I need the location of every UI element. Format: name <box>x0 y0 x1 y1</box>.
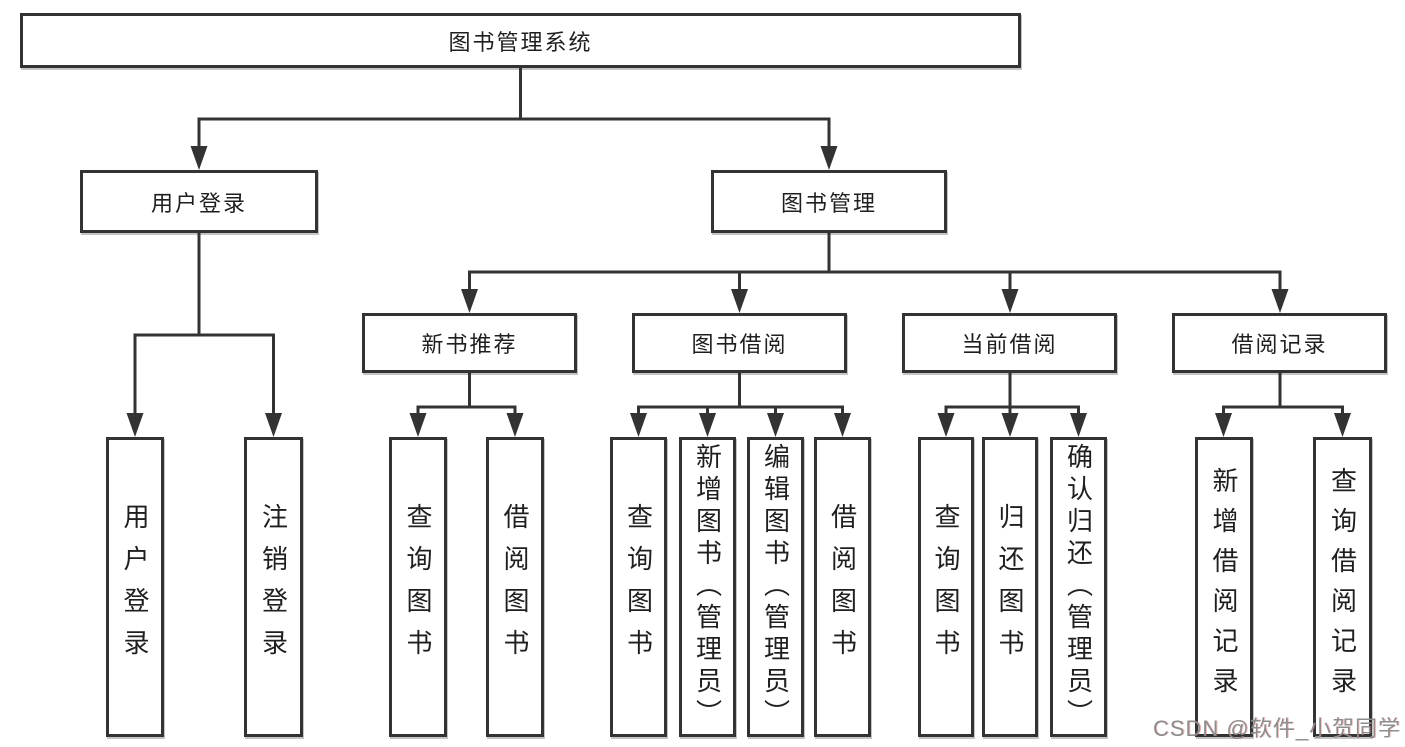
leaf-query-borrow-record: 查询借阅记录 <box>1313 437 1372 737</box>
leaf-edit-book-admin: 编辑图书（管理员） <box>747 437 804 737</box>
leaf-return-books: 归还图书 <box>982 437 1038 737</box>
leaf-query-borrow-record-label: 查询借阅记录 <box>1327 467 1358 707</box>
node-root-label: 图书管理系统 <box>448 29 593 55</box>
node-book-borrowing: 图书借阅 <box>632 313 847 373</box>
leaf-add-borrow-record: 新增借阅记录 <box>1195 437 1253 737</box>
node-user-login-label: 用户登录 <box>150 190 247 216</box>
leaf-logout-label: 注销登录 <box>258 503 289 671</box>
node-book-management: 图书管理 <box>711 170 947 233</box>
node-new-book-recommend: 新书推荐 <box>362 313 577 373</box>
leaf-query-books-current-label: 查询图书 <box>931 503 961 671</box>
node-root: 图书管理系统 <box>20 13 1021 68</box>
node-book-management-label: 图书管理 <box>780 190 877 216</box>
leaf-query-books-current: 查询图书 <box>918 437 974 737</box>
node-book-borrowing-label: 图书借阅 <box>691 332 788 357</box>
leaf-borrow-books-label: 借阅图书 <box>827 503 858 671</box>
leaf-borrow-books-recommend: 借阅图书 <box>486 437 544 737</box>
leaf-query-books-recommend-label: 查询图书 <box>403 503 433 671</box>
leaf-query-books-borrow: 查询图书 <box>610 437 667 737</box>
leaf-edit-book-admin-label: 编辑图书（管理员） <box>760 443 791 731</box>
leaf-borrow-books-recommend-label: 借阅图书 <box>500 503 530 671</box>
leaf-logout: 注销登录 <box>244 437 303 737</box>
leaf-return-books-label: 归还图书 <box>995 503 1025 671</box>
node-new-book-recommend-label: 新书推荐 <box>421 332 518 357</box>
leaf-query-books-recommend: 查询图书 <box>389 437 447 737</box>
leaf-user-login: 用户登录 <box>106 437 164 737</box>
arrowheads <box>126 146 1351 437</box>
leaf-confirm-return-admin-label: 确认归还（管理员） <box>1063 443 1094 731</box>
node-current-borrowing-label: 当前借阅 <box>961 332 1058 357</box>
leaf-add-book-admin-label: 新增图书（管理员） <box>692 443 723 731</box>
leaf-user-login-label: 用户登录 <box>120 503 150 671</box>
node-borrowing-records: 借阅记录 <box>1172 313 1387 373</box>
leaf-add-book-admin: 新增图书（管理员） <box>679 437 736 737</box>
leaf-confirm-return-admin: 确认归还（管理员） <box>1050 437 1107 737</box>
node-current-borrowing: 当前借阅 <box>902 313 1117 373</box>
leaf-borrow-books: 借阅图书 <box>814 437 871 737</box>
node-borrowing-records-label: 借阅记录 <box>1231 332 1328 357</box>
node-user-login: 用户登录 <box>80 170 318 233</box>
leaf-query-books-borrow-label: 查询图书 <box>623 503 654 671</box>
csdn-watermark: CSDN @软件_小贺同学 <box>1152 716 1401 741</box>
leaf-add-borrow-record-label: 新增借阅记录 <box>1209 467 1239 707</box>
